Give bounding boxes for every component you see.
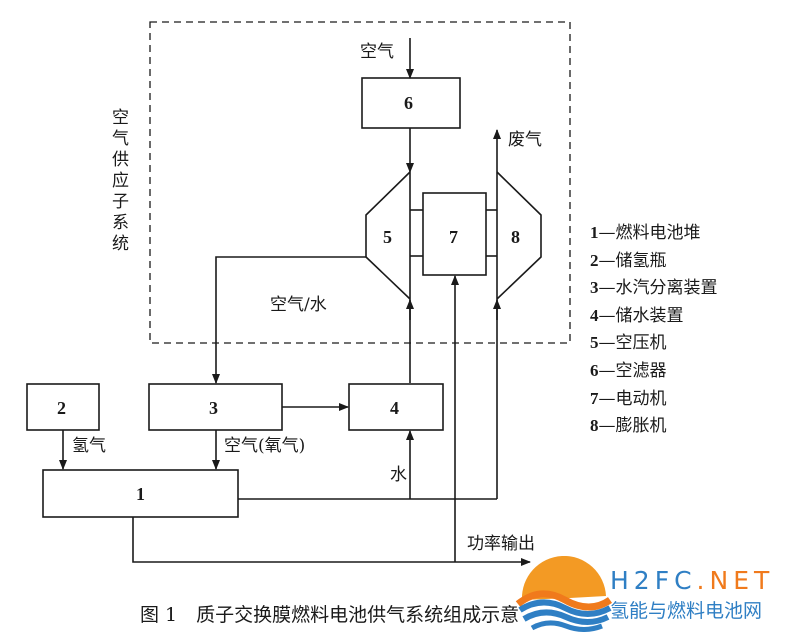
air-in-label: 空气 (360, 42, 394, 62)
expander-8-shape (496, 171, 542, 300)
air-oxygen-label: 空气(氧气) (224, 436, 306, 456)
legend-item: 3—水汽分离装置 (590, 278, 718, 299)
power-output-label: 功率输出 (467, 534, 535, 554)
legend-item: 5—空压机 (590, 333, 667, 354)
air-supply-subsystem-boundary (149, 21, 571, 344)
component-5-label: 5 (383, 227, 392, 247)
compressor-5-shape (365, 171, 411, 300)
hydrogen-label: 氢气 (72, 436, 106, 456)
component-3-label: 3 (209, 398, 218, 418)
subsystem-label: 空气供应子系统 (112, 108, 129, 254)
legend-item: 8—膨胀机 (590, 416, 667, 437)
component-6-label: 6 (404, 93, 413, 113)
water-label: 水 (390, 465, 407, 485)
box-6-air-filter (361, 77, 461, 129)
component-8-label: 8 (511, 227, 520, 247)
legend-item: 6—空滤器 (590, 360, 667, 381)
legend: 1—燃料电池堆 2—储氢瓶 3—水汽分离装置 4—储水装置 5—空压机 6—空滤… (590, 218, 718, 439)
air-water-line (212, 256, 366, 384)
figure-title: 质子交换膜燃料电池供气系统组成示意 (196, 604, 520, 626)
power-output-line (132, 517, 531, 566)
figure-number: 图 1 (140, 604, 178, 626)
legend-item: 1—燃料电池堆 (590, 223, 701, 243)
legend-item: 4—储水装置 (590, 305, 684, 326)
component-4-label: 4 (390, 398, 399, 418)
component-7-label: 7 (449, 227, 458, 247)
exhaust-label: 废气 (508, 130, 542, 150)
box-1-fuel-cell-stack (42, 469, 239, 518)
legend-item: 7—电动机 (590, 388, 667, 409)
box-4-water-storage (348, 383, 444, 431)
watermark-en: H2FC.NET (610, 566, 775, 595)
component-1-label: 1 (136, 484, 145, 504)
component-2-label: 2 (57, 398, 66, 418)
legend-item: 2—储氢瓶 (590, 250, 667, 271)
watermark-logo-icon (515, 556, 613, 632)
figure-caption: 图 1 质子交换膜燃料电池供气系统组成示意 (140, 600, 519, 627)
watermark-cn: 氢能与燃料电池网 (610, 600, 763, 622)
air-water-label: 空气/水 (270, 295, 327, 315)
